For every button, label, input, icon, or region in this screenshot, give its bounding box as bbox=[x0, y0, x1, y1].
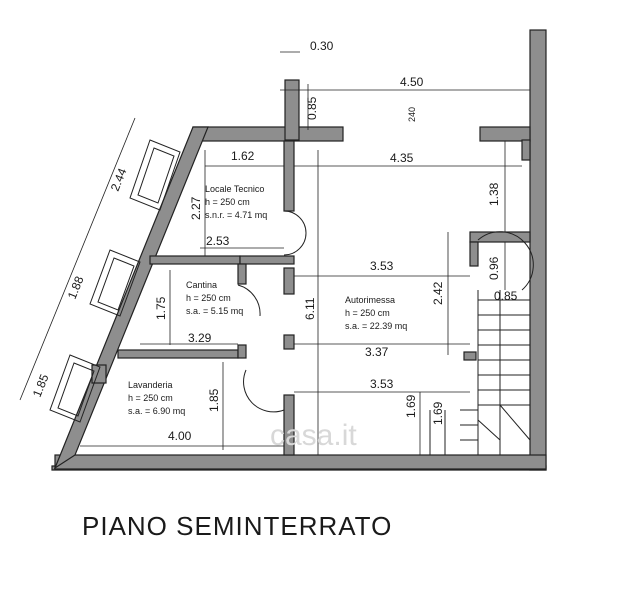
room-area-cantina: s.a. = 5.15 mq bbox=[186, 306, 243, 316]
dim-1-69: 1.69 bbox=[404, 394, 418, 418]
doors bbox=[237, 210, 534, 413]
room-height-locale-tecnico: h = 250 cm bbox=[205, 197, 250, 207]
room-area-lavanderia: s.a. = 6.90 mq bbox=[128, 406, 185, 416]
room-height-lavanderia: h = 250 cm bbox=[128, 393, 173, 403]
plan-title: PIANO SEMINTERRATO bbox=[82, 511, 392, 541]
dim-1-88: 1.88 bbox=[65, 274, 87, 301]
dim-1-85-diag: 1.85 bbox=[30, 372, 52, 399]
interior-walls bbox=[91, 139, 531, 456]
dim-4-00: 4.00 bbox=[168, 429, 192, 443]
staircase bbox=[429, 290, 531, 455]
dim-0-85-stair: 0.85 bbox=[494, 289, 518, 303]
dimension-lines bbox=[19, 51, 530, 455]
room-name-locale-tecnico: Locale Tecnico bbox=[205, 184, 264, 194]
room-name-lavanderia: Lavanderia bbox=[128, 380, 173, 390]
room-area-locale-tecnico: s.n.r. = 4.71 mq bbox=[205, 210, 267, 220]
dim-0-85-top: 0.85 bbox=[305, 96, 319, 120]
dim-1-75: 1.75 bbox=[154, 296, 168, 320]
dim-3-53-bottom: 3.53 bbox=[370, 377, 394, 391]
dim-4-50: 4.50 bbox=[400, 75, 424, 89]
room-height-cantina: h = 250 cm bbox=[186, 293, 231, 303]
dim-3-37: 3.37 bbox=[365, 345, 389, 359]
dim-1-69-stair: 1.69 bbox=[431, 401, 445, 425]
dim-1-62: 1.62 bbox=[231, 149, 255, 163]
dim-2-42: 2.42 bbox=[431, 281, 445, 305]
dim-2-44: 2.44 bbox=[108, 166, 130, 193]
room-labels: Locale Tecnico h = 250 cm s.n.r. = 4.71 … bbox=[128, 184, 407, 416]
windows bbox=[49, 139, 181, 423]
room-area-autorimessa: s.a. = 22.39 mq bbox=[345, 321, 407, 331]
dim-0-96: 0.96 bbox=[487, 256, 501, 280]
dim-2-53: 2.53 bbox=[206, 234, 230, 248]
dim-3-53-top: 3.53 bbox=[370, 259, 394, 273]
dim-0-30: 0.30 bbox=[310, 39, 334, 53]
dim-2-27: 2.27 bbox=[189, 196, 203, 220]
dim-3-29: 3.29 bbox=[188, 331, 212, 345]
dim-1-85: 1.85 bbox=[207, 388, 221, 412]
dim-240: 240 bbox=[407, 107, 417, 122]
room-name-autorimessa: Autorimessa bbox=[345, 295, 395, 305]
dim-4-35: 4.35 bbox=[390, 151, 414, 165]
dim-6-11: 6.11 bbox=[303, 297, 317, 320]
room-height-autorimessa: h = 250 cm bbox=[345, 308, 390, 318]
room-name-cantina: Cantina bbox=[186, 280, 217, 290]
outer-walls bbox=[51, 29, 547, 471]
watermark: casa.it bbox=[270, 419, 357, 452]
dim-1-38: 1.38 bbox=[487, 182, 501, 206]
